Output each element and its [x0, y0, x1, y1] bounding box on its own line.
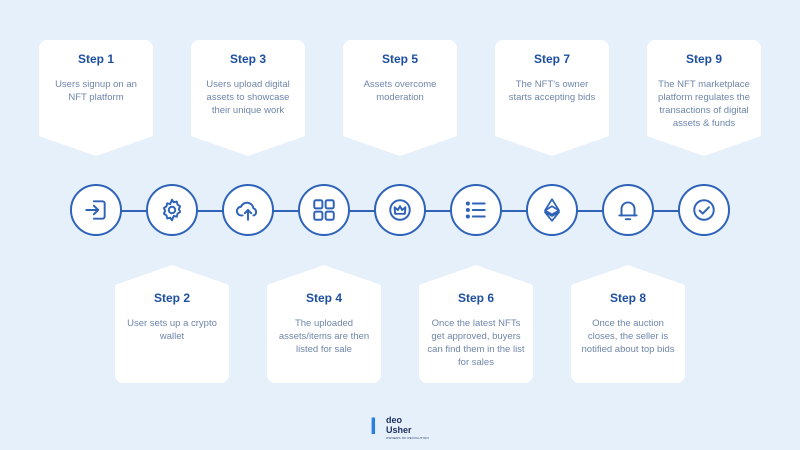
node-3 [222, 184, 274, 236]
ideausher-logo: I deo Usher OWNERS OF REVOLUTION [370, 413, 432, 441]
step-1-card: Step 1 Users signup on an NFT platform [39, 40, 153, 156]
crown-icon [389, 199, 411, 221]
node-6 [450, 184, 502, 236]
step-4-title: Step 4 [305, 291, 342, 305]
step-8-card: Step 8 Once the auction closes, the sell… [571, 265, 685, 383]
list-icon [465, 201, 486, 219]
step-6-title: Step 6 [457, 291, 494, 305]
step-7-desc: The NFT's owner starts accepting bids [508, 79, 596, 103]
step-3-card: Step 3 Users upload digital assets to sh… [191, 40, 305, 156]
logo-word-2: Usher [386, 425, 412, 435]
step-9-card: Step 9 The NFT marketplace platform regu… [647, 40, 761, 156]
step-2-card: Step 2 User sets up a crypto wallet [115, 265, 229, 383]
node-7 [526, 184, 578, 236]
step-4-card: Step 4 The uploaded assets/items are the… [267, 265, 381, 383]
step-1-title: Step 1 [77, 52, 114, 66]
step-4-desc: The uploaded assets/items are then liste… [278, 318, 370, 355]
step-5-desc: Assets overcome moderation [363, 79, 437, 103]
node-9 [678, 184, 730, 236]
gear-icon [162, 198, 182, 222]
check-circle-icon [693, 199, 715, 221]
node-1 [70, 184, 122, 236]
step-8-title: Step 8 [609, 291, 646, 305]
login-icon [85, 200, 106, 220]
step-5-card: Step 5 Assets overcome moderation [343, 40, 457, 156]
step-9-title: Step 9 [685, 52, 722, 66]
cloud-upload-icon [235, 201, 258, 221]
step-1-desc: Users signup on an NFT platform [55, 79, 137, 103]
step-2-desc: User sets up a crypto wallet [127, 318, 217, 342]
node-2 [146, 184, 198, 236]
logo-letter: I [370, 413, 377, 440]
step-8-desc: Once the auction closes, the seller is n… [581, 318, 675, 355]
step-7-card: Step 7 The NFT's owner starts accepting … [495, 40, 609, 156]
logo-word-1: deo [386, 415, 403, 425]
step-2-title: Step 2 [153, 291, 190, 305]
ethereum-icon [544, 198, 560, 222]
step-3-title: Step 3 [229, 52, 266, 66]
step-5-title: Step 5 [381, 52, 418, 66]
step-6-card: Step 6 Once the latest NFTs get approved… [419, 265, 533, 383]
node-8 [602, 184, 654, 236]
node-5 [374, 184, 426, 236]
grid-icon [313, 199, 335, 221]
logo-tagline: OWNERS OF REVOLUTION [386, 436, 429, 440]
node-4 [298, 184, 350, 236]
step-3-desc: Users upload digital assets to showcase … [206, 79, 290, 116]
step-7-title: Step 7 [533, 52, 570, 66]
bell-icon [618, 201, 638, 221]
step-9-desc: The NFT marketplace platform regulates t… [658, 79, 750, 129]
step-6-desc: Once the latest NFTs get approved, buyer… [427, 318, 525, 368]
